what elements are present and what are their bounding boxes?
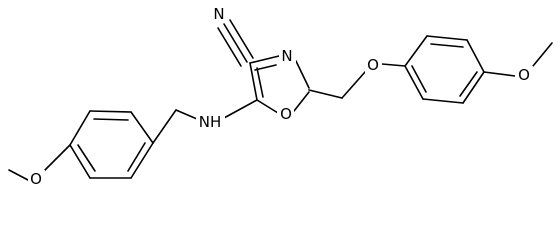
atom-labels: N N O O O NH O xyxy=(28,5,533,188)
bond-rb-5 xyxy=(422,98,464,104)
bond-o-ar xyxy=(381,63,406,67)
atom-o-methoxy-left: O xyxy=(30,170,42,188)
bond-rb-1 xyxy=(404,35,428,67)
bond-nitrile-2 xyxy=(217,27,242,67)
bond-lb-inner-3 xyxy=(127,142,146,172)
bond-rb-4 xyxy=(462,71,485,104)
atom-n-ring: N xyxy=(281,47,292,65)
bonds xyxy=(8,19,553,181)
bond-lb-2 xyxy=(89,110,132,113)
bond-lb-6 xyxy=(130,142,154,179)
bond-rb-inner-2 xyxy=(459,71,478,97)
bond-ch2-ar xyxy=(152,109,177,144)
bond-rb-inner-1 xyxy=(430,43,464,48)
bond-nitrile-1 xyxy=(223,23,248,63)
bond-n3-c2 xyxy=(295,60,310,89)
bond-rb-3 xyxy=(466,39,485,73)
bond-nh-ch2 xyxy=(175,109,198,120)
bond-ar-ome-left xyxy=(44,144,71,171)
bond-ch2-o xyxy=(341,71,366,99)
bond-c2-ch2 xyxy=(308,89,343,99)
bond-lb-3 xyxy=(69,110,91,146)
bond-o-me-left xyxy=(8,169,29,181)
atom-o-methoxy-right: O xyxy=(518,66,530,84)
bond-rb-6 xyxy=(404,65,424,100)
bond-lb-inner-1 xyxy=(93,118,129,121)
bond-ar-ome xyxy=(483,71,516,77)
bond-c2-o1 xyxy=(293,91,310,112)
bond-c5-c4 xyxy=(249,62,258,101)
bond-c4-n3-inner xyxy=(254,64,277,71)
bond-lb-4 xyxy=(69,144,91,179)
bond-c5-nh xyxy=(223,99,258,119)
bond-o1-c5 xyxy=(256,99,279,114)
bond-o-me-right xyxy=(532,42,553,67)
atom-nh: NH xyxy=(199,113,222,131)
bond-lb-inner-2 xyxy=(77,144,96,172)
bond-c5-c4-inner xyxy=(256,67,264,98)
atom-o-ring: O xyxy=(280,105,292,123)
atom-n-nitrile: N xyxy=(213,5,224,23)
bond-rb-2 xyxy=(426,35,468,41)
atom-o-ether: O xyxy=(367,56,379,74)
bond-c4-n3 xyxy=(249,55,280,64)
bond-nitrile-3 xyxy=(229,19,254,59)
structure-diagram: N N O O O NH O xyxy=(8,5,553,188)
bond-lb-1 xyxy=(130,111,154,144)
bond-rb-inner-3 xyxy=(411,65,427,93)
